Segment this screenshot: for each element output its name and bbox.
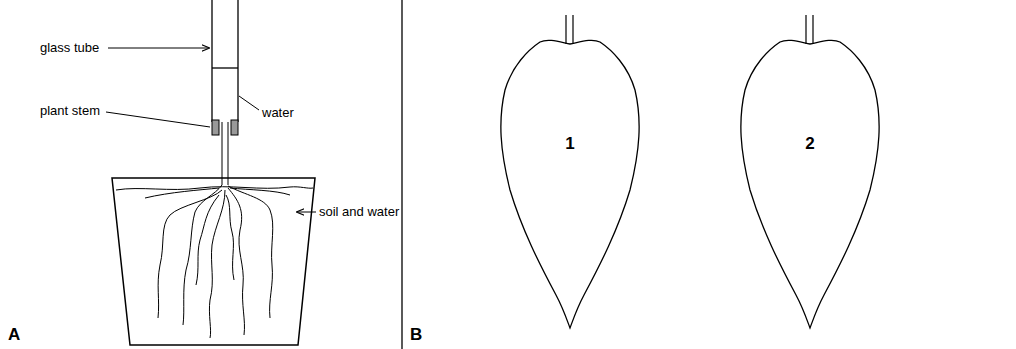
leaf-number: 2 (740, 135, 880, 152)
panel-divider (401, 0, 402, 349)
leaf: 1 (500, 40, 640, 328)
roots (145, 185, 290, 338)
panel-letter: A (8, 326, 20, 343)
leaf: 2 (740, 40, 880, 328)
stopper (212, 120, 219, 135)
leaf-outline (501, 40, 639, 328)
part-label: plant stem (40, 104, 100, 117)
leaf-outline (741, 40, 879, 328)
part-label: soil and water (319, 205, 399, 218)
petiole (566, 15, 813, 44)
panel-letter: B (410, 326, 422, 343)
glass-tube (212, 0, 238, 122)
pot (112, 178, 315, 345)
part-label: water (262, 106, 294, 119)
leaf-outline (740, 40, 880, 328)
stopper (231, 120, 238, 135)
plant-stem (222, 122, 228, 185)
part-label: glass tube (40, 41, 99, 54)
leaf-number: 1 (500, 135, 640, 152)
leaf-outline (500, 40, 640, 328)
leader-line (106, 48, 316, 212)
